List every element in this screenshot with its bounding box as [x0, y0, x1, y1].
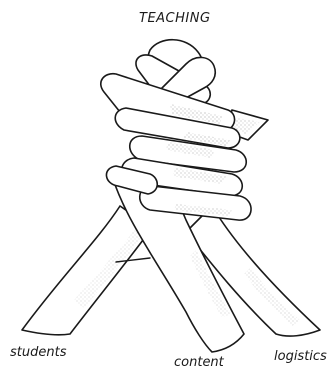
- strand-students: [22, 206, 152, 335]
- diagram-title: TEACHING: [139, 11, 211, 26]
- label-logistics: logistics: [274, 349, 327, 364]
- label-content: content: [174, 355, 225, 370]
- label-students: students: [10, 345, 67, 360]
